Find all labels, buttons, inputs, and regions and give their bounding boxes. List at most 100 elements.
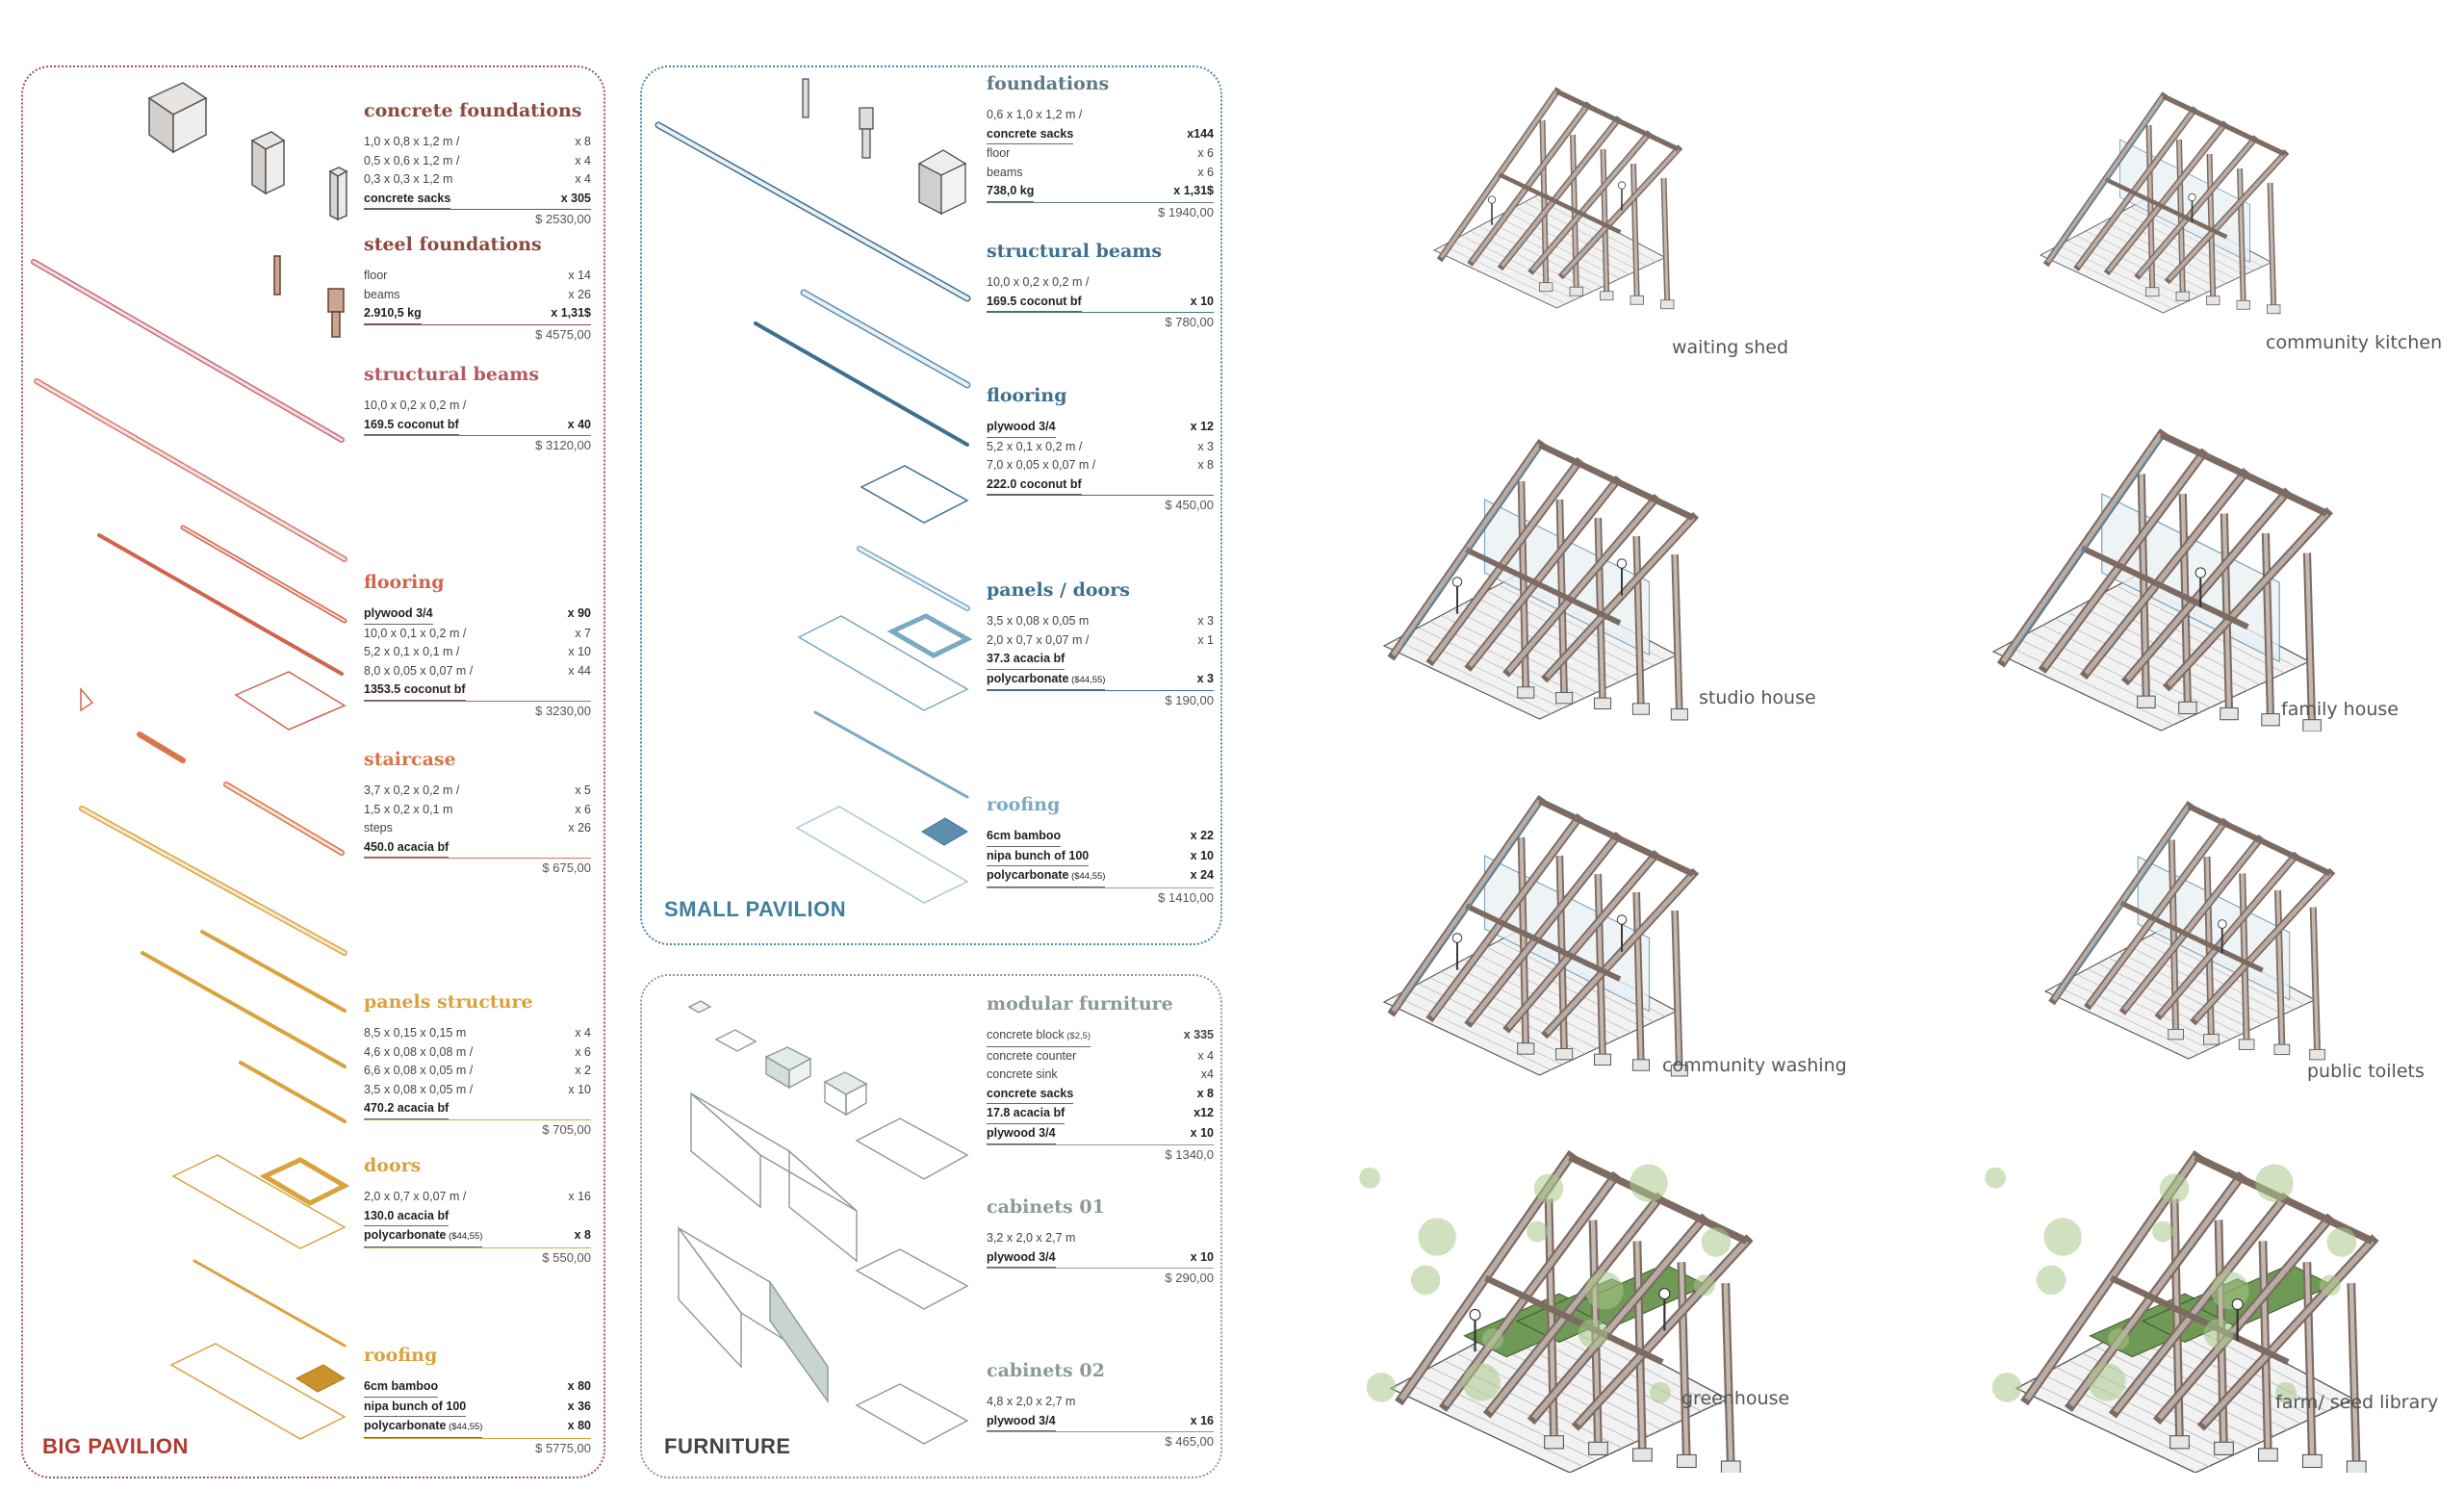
pavilion-sketch xyxy=(1985,1150,2379,1475)
material-spec: 10,0 x 0,2 x 0,2 m / xyxy=(987,275,1090,289)
material-spec: 1353.5 coconut bf xyxy=(364,681,466,701)
material-spec: 10,0 x 0,2 x 0,2 m / xyxy=(364,398,467,412)
material-spec: polycarbonate ($44,55) xyxy=(987,670,1106,691)
material-spec: beams xyxy=(364,287,400,301)
material-spec: 5,2 x 0,1 x 0,2 m / xyxy=(987,439,1083,453)
material-quantity: x 4 xyxy=(575,1026,591,1040)
material-line: 37.3 acacia bf xyxy=(987,650,1214,670)
material-spec: 8,0 x 0,05 x 0,07 m / xyxy=(364,663,474,678)
material-quantity: x 4 xyxy=(575,172,591,187)
material-spec: 169.5 coconut bf xyxy=(987,293,1082,313)
section-title: flooring xyxy=(364,572,445,593)
material-quantity: x 26 xyxy=(568,821,591,835)
section-price: $ 465,00 xyxy=(987,1431,1214,1449)
unit-price: ($44,55) xyxy=(446,1422,483,1433)
material-quantity: x 3 xyxy=(1196,671,1214,685)
material-spec: floor xyxy=(987,146,1011,161)
small-pavilion-panel xyxy=(640,65,1222,945)
section-price: $ 675,00 xyxy=(364,858,591,875)
material-spec: 6,6 x 0,08 x 0,05 m / xyxy=(364,1064,474,1078)
material-spec: 3,5 x 0,08 x 0,05 m / xyxy=(364,1082,474,1096)
material-quantity: x 16 xyxy=(568,1190,591,1203)
concrete-block-small-icon xyxy=(328,167,348,221)
material-quantity: x144 xyxy=(1187,126,1214,141)
material-spec: plywood 3/4 xyxy=(987,1412,1056,1432)
section-price: $ 450,00 xyxy=(987,495,1214,512)
material-spec: 4,8 x 2,0 x 2,7 m xyxy=(987,1395,1076,1408)
material-line: 8,5 x 0,15 x 0,15 m x 4 xyxy=(364,1024,591,1043)
material-spec: floor xyxy=(364,269,388,282)
section-price: $ 1340,0 xyxy=(987,1143,1214,1162)
pavilion-label: studio house xyxy=(1699,687,1816,708)
material-line: 1,0 x 0,8 x 1,2 m /x 8 xyxy=(364,133,591,152)
section-price: $ 550,00 xyxy=(364,1246,591,1265)
material-quantity: x 6 xyxy=(575,1044,591,1059)
material-spec: 222.0 coconut bf xyxy=(987,475,1082,496)
section-title: panels / doors xyxy=(987,579,1130,601)
pavilion-label: greenhouse xyxy=(1681,1388,1790,1409)
section-price: $ 5775,00 xyxy=(364,1437,591,1455)
material-spec: polycarbonate ($44,55) xyxy=(987,866,1106,887)
material-quantity: x 80 xyxy=(567,1379,591,1393)
material-quantity: x 22 xyxy=(1190,829,1214,842)
material-quantity: x 10 xyxy=(568,1082,591,1096)
section-cabinets-02: cabinets 02 4,8 x 2,0 x 2,7 m plywood 3/4 x… xyxy=(987,1360,1214,1449)
material-quantity: x 3 xyxy=(1197,439,1214,453)
material-spec: 2.910,5 kg xyxy=(364,304,422,324)
material-spec: 37.3 acacia bf xyxy=(987,650,1065,670)
material-line: 10,0 x 0,2 x 0,2 m / xyxy=(987,273,1214,293)
material-spec: plywood 3/4 xyxy=(364,604,433,625)
material-spec: concrete sacks xyxy=(987,125,1074,145)
section-price: $ 4575,00 xyxy=(364,323,591,342)
material-spec: 10,0 x 0,1 x 0,2 m / xyxy=(364,626,467,640)
material-spec: 169.5 coconut bf xyxy=(364,416,459,436)
section-price: $ 290,00 xyxy=(987,1268,1214,1285)
big-pavilion-beams xyxy=(31,259,347,1348)
section-title: concrete foundations xyxy=(364,100,582,121)
material-line: 5,2 x 0,1 x 0,1 m /x 10 xyxy=(364,643,591,662)
material-spec: polycarbonate ($44,55) xyxy=(364,1417,483,1438)
material-line: 3,2 x 2,0 x 2,7 m xyxy=(987,1229,1214,1248)
pavilion-sketch xyxy=(1382,439,1700,721)
material-spec: steps xyxy=(364,821,393,835)
material-line: 222.0 coconut bf xyxy=(987,475,1214,496)
unit-price: ($44,55) xyxy=(1068,674,1106,685)
small-foundation-icons xyxy=(802,78,967,215)
material-spec: 738,0 kg xyxy=(987,182,1035,202)
material-quantity: x 10 xyxy=(1190,294,1214,308)
furniture-panel xyxy=(640,974,1222,1478)
material-quantity: x 12 xyxy=(1190,420,1214,433)
material-quantity: x 4 xyxy=(575,153,591,167)
material-line: polycarbonate ($44,55)x 80 xyxy=(364,1417,591,1438)
concrete-block-medium-icon xyxy=(250,131,286,195)
material-spec: 0,3 x 0,3 x 1,2 m xyxy=(364,172,453,187)
material-quantity: x12 xyxy=(1194,1106,1214,1120)
section-title: structural beams xyxy=(364,364,540,385)
material-quantity: x 16 xyxy=(1190,1413,1214,1427)
material-quantity: x 305 xyxy=(560,191,591,205)
material-spec: 17.8 acacia bf xyxy=(987,1104,1065,1124)
material-spec: 130.0 acacia bf xyxy=(364,1207,449,1227)
material-line: polycarbonate ($44,55)x 24 xyxy=(987,866,1214,887)
material-line: 4,6 x 0,08 x 0,08 m /x 6 xyxy=(364,1043,591,1063)
section-title: cabinets 02 xyxy=(987,1360,1105,1381)
material-spec: 1,0 x 0,8 x 1,2 m / xyxy=(364,135,460,148)
material-line: 4,8 x 2,0 x 2,7 m xyxy=(987,1393,1214,1412)
unit-price: ($44,55) xyxy=(1068,871,1106,883)
material-line: 450.0 acacia bf xyxy=(364,838,591,859)
community-kitchen-perspective xyxy=(2012,43,2300,356)
material-quantity: x 4 xyxy=(1197,1048,1214,1063)
material-spec: 8,5 x 0,15 x 0,15 m xyxy=(364,1026,467,1040)
big-pavilion-title: BIG PAVILION xyxy=(42,1434,189,1458)
